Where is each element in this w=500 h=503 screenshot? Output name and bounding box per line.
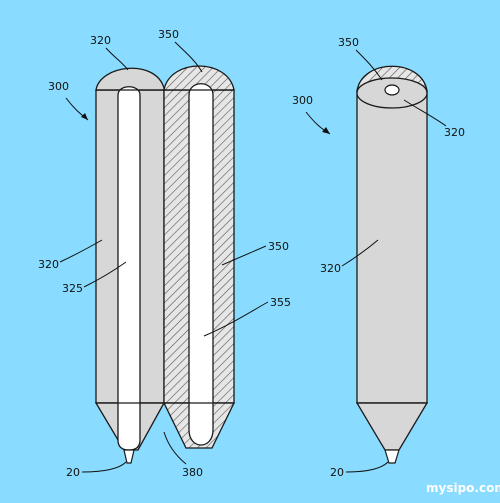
right-lead-tip: [384, 449, 400, 464]
leader-350-cap-right: [355, 49, 383, 81]
right-annotations: 350 300 320 320 20: [292, 36, 465, 479]
leader-350-cap-mid: [174, 41, 203, 73]
middle-half-cap: [163, 65, 235, 91]
ref-320-cap-left: 320: [90, 34, 111, 47]
ref-325-core: 325: [62, 282, 83, 295]
middle-core-355: [188, 83, 214, 446]
right-pencil-cone: [355, 402, 429, 451]
leader-320-cap-left: [105, 47, 129, 71]
ref-380-seam: 380: [182, 466, 203, 479]
ref-20-left: 20: [66, 466, 80, 479]
arrowhead-300-left: [81, 113, 88, 120]
left-core-325: [117, 86, 141, 451]
leader-20-right: [345, 461, 389, 473]
left-half-pencil: [94, 67, 166, 464]
middle-half-pencil: [162, 65, 236, 449]
arrowhead-300-right: [322, 127, 330, 134]
right-assembly: 350 300 320 320 20: [292, 36, 465, 479]
watermark: mysipo.com: [426, 481, 500, 495]
left-assembly: 300 320 350 320 325 350 355 20 380: [38, 28, 291, 479]
leader-320-body-right: [341, 239, 379, 267]
right-core-end: [384, 84, 400, 96]
leader-350-body-mid: [221, 245, 267, 266]
ref-350-body-mid: 350: [268, 240, 289, 253]
right-pencil-body: [356, 90, 428, 404]
left-annotations: 300 320 350 320 325 350 355 20 380: [38, 28, 291, 479]
ref-320-body-right: 320: [320, 262, 341, 275]
ref-300-right: 300: [292, 94, 313, 107]
leader-320-body-left: [59, 239, 103, 263]
leader-325-core: [83, 261, 127, 288]
ref-355-core: 355: [270, 296, 291, 309]
ref-320-body-left: 320: [38, 258, 59, 271]
ref-300-left: 300: [48, 80, 69, 93]
leader-320-cap-right: [403, 99, 447, 127]
ref-20-right: 20: [330, 466, 344, 479]
ref-320-cap-right: 320: [444, 126, 465, 139]
ref-350-cap-mid: 350: [158, 28, 179, 41]
leader-355-core: [203, 301, 269, 337]
left-lead-tip: [123, 449, 135, 464]
ref-350-cap-right: 350: [338, 36, 359, 49]
leader-380-seam: [163, 431, 187, 465]
leader-20-left: [81, 461, 127, 473]
